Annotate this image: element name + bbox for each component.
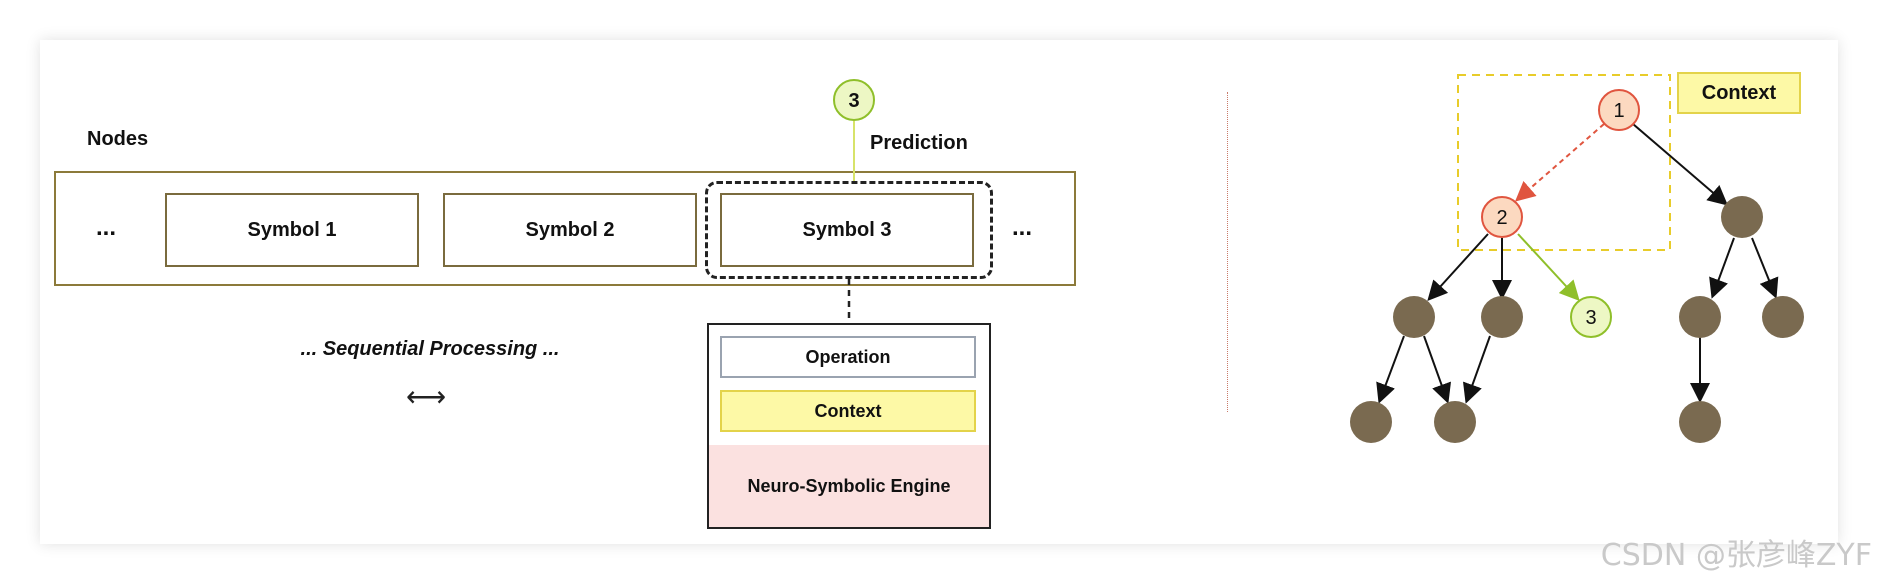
- symbol-3-box: Symbol 3: [720, 193, 974, 267]
- tree-node-1: [1598, 89, 1640, 131]
- symbol-1-box: Symbol 1: [165, 193, 419, 267]
- context-region: [1457, 74, 1671, 251]
- bidirectional-arrow-icon: ⟷: [406, 381, 447, 412]
- ellipsis-right: ...: [1012, 214, 1033, 241]
- tree-node-b: [1481, 296, 1523, 338]
- tree-node-e: [1679, 296, 1721, 338]
- context-tag: Context: [1677, 72, 1801, 114]
- edge-right-to-e: [1709, 237, 1735, 299]
- panel-divider: [1227, 92, 1228, 412]
- edge-b-to-d: [1463, 335, 1491, 404]
- sequential-processing-label: ... Sequential Processing ...: [300, 338, 560, 360]
- prediction-label: Prediction: [870, 132, 968, 154]
- tree-node-3-label: 3: [1585, 307, 1596, 329]
- tree-node-c: [1350, 401, 1392, 443]
- edge-a-to-d: [1423, 335, 1451, 404]
- edge-1-to-right: [1632, 123, 1729, 206]
- symbol-3-focus-box: [705, 181, 993, 279]
- tree-node-right: [1721, 196, 1763, 238]
- operation-box: Operation: [720, 336, 976, 378]
- prediction-node: [833, 79, 875, 121]
- tree-node-f: [1762, 296, 1804, 338]
- edge-a-to-c: [1376, 335, 1405, 404]
- tree-node-g: [1679, 401, 1721, 443]
- nodes-label: Nodes: [87, 128, 149, 150]
- engine-name-box: Neuro-Symbolic Engine: [709, 445, 989, 527]
- tree-node-1-label: 1: [1613, 100, 1624, 122]
- tree-node-2-label: 2: [1496, 207, 1507, 229]
- prediction-node-label: 3: [848, 90, 859, 112]
- tree-node-d: [1434, 401, 1476, 443]
- tree-node-2: [1481, 196, 1523, 238]
- edge-right-to-f: [1751, 237, 1779, 299]
- watermark: CSDN @张彦峰ZYF: [1600, 538, 1872, 573]
- ellipsis-left: ...: [96, 214, 117, 241]
- tree-node-a: [1393, 296, 1435, 338]
- edge-2-to-3: [1517, 233, 1580, 301]
- tree-node-3: [1570, 296, 1612, 338]
- edge-1-to-2: [1514, 123, 1605, 202]
- symbol-2-box: Symbol 2: [443, 193, 697, 267]
- engine-context-box: Context: [720, 390, 976, 432]
- edge-2-to-a: [1427, 233, 1489, 301]
